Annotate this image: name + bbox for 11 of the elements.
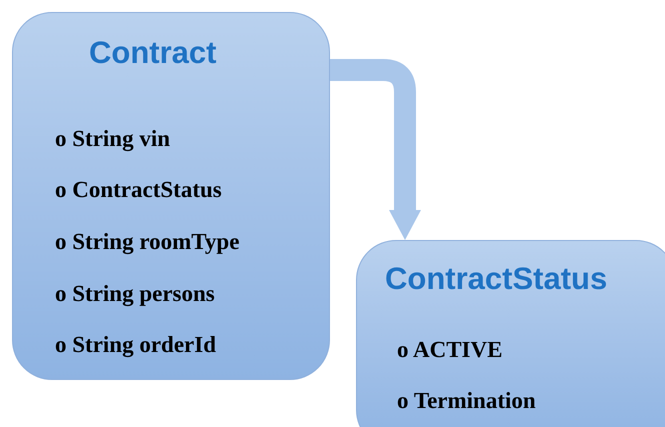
- attribute-text: o ContractStatus: [55, 177, 222, 203]
- attribute-text: o String roomType: [55, 229, 240, 255]
- attribute-text: o ACTIVE: [397, 337, 502, 363]
- class-name: Contract: [89, 35, 216, 71]
- class-name: ContractStatus: [385, 261, 608, 297]
- class-box: [12, 12, 330, 380]
- class-box: [356, 240, 665, 427]
- attribute-text: o Termination: [397, 388, 536, 414]
- attribute-text: o String vin: [55, 126, 170, 152]
- attribute-text: o String persons: [55, 281, 215, 307]
- attribute-text: o String orderId: [55, 332, 216, 358]
